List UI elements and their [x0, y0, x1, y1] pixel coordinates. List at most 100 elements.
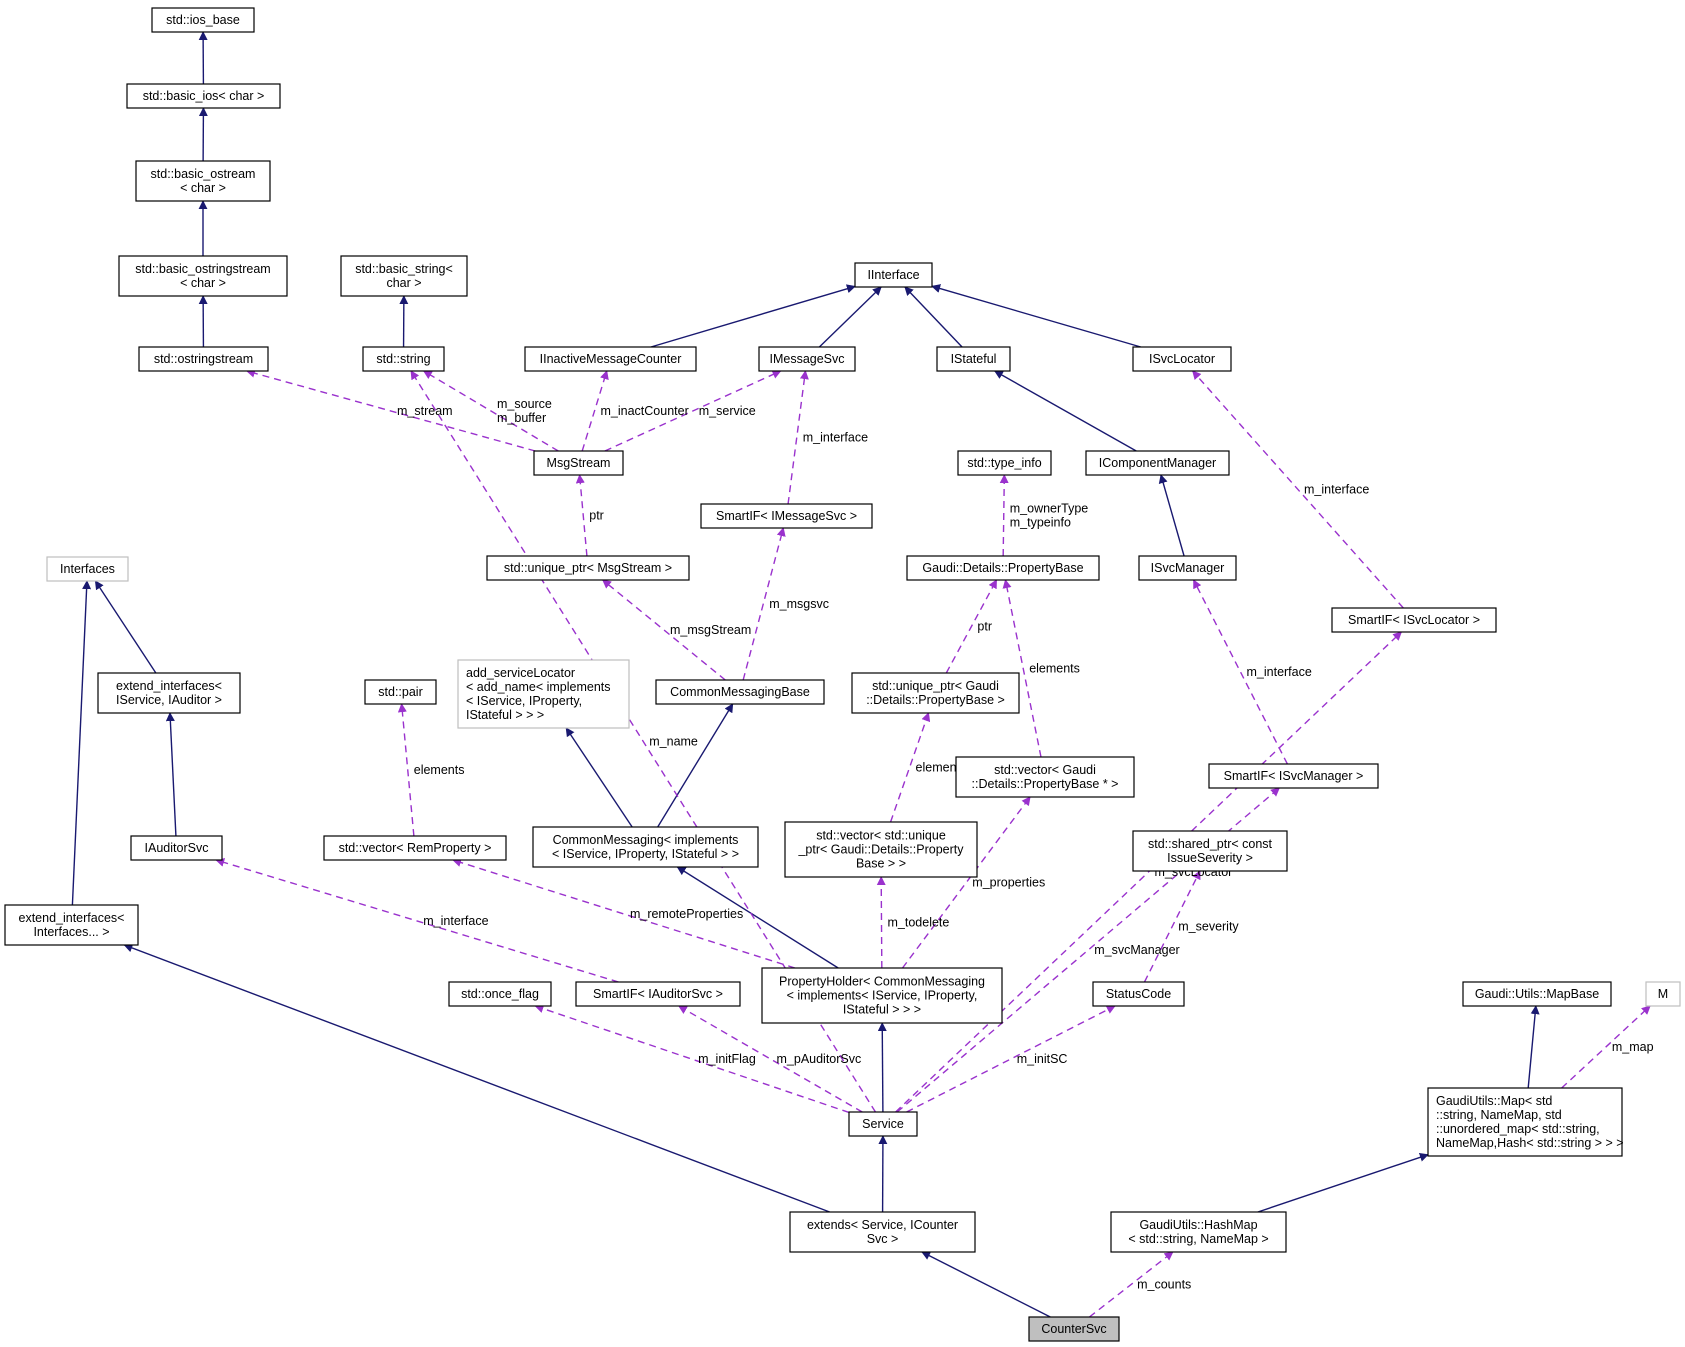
class-node-once_flag[interactable]: std::once_flag — [448, 981, 552, 1007]
class-node-ISvcLocator[interactable]: ISvcLocator — [1132, 346, 1232, 372]
inheritance-edge-IStateful-to-IInterface — [904, 286, 963, 348]
class-node-label: Gaudi::Utils::MapBase — [1475, 987, 1599, 1001]
usage-edge-vector_RemProperty-to-pair — [397, 703, 415, 837]
class-node-box — [700, 503, 873, 529]
class-node-box — [1085, 450, 1230, 476]
class-node-box — [340, 255, 468, 297]
edge-label-CommonMessagingBase-to-SmartIF_IMessageSvc: m_msgsvc — [769, 597, 829, 611]
class-node-label: IStateful > > > — [843, 1003, 921, 1017]
class-node-label: IAuditorSvc — [145, 841, 209, 855]
inheritance-edge-CommonMessaging-to-CommonMessagingBase — [657, 703, 734, 828]
class-node-box — [1645, 981, 1681, 1007]
class-node-label: std::vector< Gaudi — [994, 763, 1096, 777]
class-node-M[interactable]: M — [1645, 981, 1681, 1007]
class-node-label: ::string, NameMap, std — [1436, 1108, 1562, 1122]
class-node-IInterface[interactable]: IInterface — [854, 262, 933, 288]
usage-edge-Service-to-SmartIF_ISvcLocator — [895, 631, 1403, 1113]
usage-edge-CounterSvc-to-HashMap — [1088, 1251, 1174, 1318]
usage-edge-PropertyBase-to-type_info — [999, 474, 1009, 557]
inheritance-edge-PropertyHolder-to-CommonMessaging — [676, 866, 839, 969]
class-node-CommonMessaging[interactable]: CommonMessaging< implements< IService, I… — [532, 826, 759, 868]
class-node-SmartIF_ISvcLocator[interactable]: SmartIF< ISvcLocator > — [1331, 607, 1497, 633]
class-node-label: M — [1658, 987, 1668, 1001]
class-node-box — [138, 346, 269, 372]
class-node-basic_ostream[interactable]: std::basic_ostream< char > — [135, 160, 271, 202]
class-node-unique_ptr_PropertyBase[interactable]: std::unique_ptr< Gaudi::Details::Propert… — [851, 672, 1020, 714]
class-node-box — [851, 672, 1020, 714]
edge-label-unique_ptr_MsgStream-to-MsgStream: ptr — [589, 509, 604, 523]
class-node-CommonMessagingBase[interactable]: CommonMessagingBase — [655, 679, 825, 705]
class-node-unique_ptr_MsgStream[interactable]: std::unique_ptr< MsgStream > — [486, 555, 690, 581]
edge-label-unique_ptr_PropertyBase-to-PropertyBase: ptr — [977, 620, 992, 634]
class-node-label: CommonMessaging< implements — [553, 833, 739, 847]
class-node-pair[interactable]: std::pair — [364, 679, 437, 705]
inheritance-edge-IComponentManager-to-IStateful — [993, 370, 1137, 452]
class-node-box — [532, 826, 759, 868]
edge-label-SmartIF_ISvcManager-to-ISvcManager: m_interface — [1247, 665, 1312, 679]
class-node-GaudiUtils_Map[interactable]: GaudiUtils::Map< std::string, NameMap, s… — [1427, 1087, 1624, 1157]
class-node-label: ::Details::PropertyBase > — [866, 693, 1005, 707]
class-node-StatusCode[interactable]: StatusCode — [1092, 981, 1185, 1007]
edge-label-Service-to-SmartIF_IAuditorSvc: m_pAuditorSvc — [777, 1052, 862, 1066]
class-node-add_serviceLocator[interactable]: add_serviceLocator< add_name< implements… — [457, 659, 630, 729]
class-node-box — [1138, 555, 1237, 581]
class-node-box — [486, 555, 690, 581]
class-node-label: std::vector< RemProperty > — [339, 841, 492, 855]
class-node-SmartIF_IAuditorSvc[interactable]: SmartIF< IAuditorSvc > — [575, 981, 741, 1007]
class-node-vector_unique_ptr[interactable]: std::vector< std::unique_ptr< Gaudi::Det… — [784, 821, 978, 878]
class-node-ISvcManager[interactable]: ISvcManager — [1138, 555, 1237, 581]
class-node-label: Interfaces — [60, 562, 115, 576]
class-node-type_info[interactable]: std::type_info — [957, 450, 1052, 476]
class-node-CounterSvc[interactable]: CounterSvc — [1028, 1316, 1120, 1342]
class-node-vector_RemProperty[interactable]: std::vector< RemProperty > — [323, 835, 507, 861]
class-node-label: IInactiveMessageCounter — [540, 352, 682, 366]
class-node-IComponentManager[interactable]: IComponentManager — [1085, 450, 1230, 476]
class-node-IInactiveMessageCounter[interactable]: IInactiveMessageCounter — [524, 346, 697, 372]
class-node-label: Svc > — [867, 1232, 899, 1246]
class-node-IAuditorSvc[interactable]: IAuditorSvc — [130, 835, 223, 861]
edges-layer — [71, 31, 1651, 1318]
class-node-basic_ios[interactable]: std::basic_ios< char > — [126, 83, 281, 109]
class-node-box — [655, 679, 825, 705]
class-node-label: IInterface — [867, 268, 919, 282]
class-node-basic_string[interactable]: std::basic_string<char > — [340, 255, 468, 297]
inheritance-edge-Service-to-PropertyHolder — [877, 1022, 887, 1113]
class-node-HashMap[interactable]: GaudiUtils::HashMap< std::string, NameMa… — [1110, 1211, 1287, 1253]
class-node-label: Base > > — [856, 857, 906, 871]
class-node-label: < std::string, NameMap > — [1128, 1232, 1268, 1246]
class-node-label: std::vector< std::unique — [816, 829, 946, 843]
class-node-Service[interactable]: Service — [848, 1111, 918, 1137]
class-node-SmartIF_IMessageSvc[interactable]: SmartIF< IMessageSvc > — [700, 503, 873, 529]
class-node-box — [1028, 1316, 1120, 1342]
class-node-box — [118, 255, 288, 297]
inheritance-edge-ISvcLocator-to-IInterface — [931, 284, 1141, 348]
class-node-extend_interfaces_Interfaces[interactable]: extend_interfaces<Interfaces... > — [4, 904, 139, 946]
edge-label-StatusCode-to-shared_ptr_IssueSeverity: m_severity — [1178, 920, 1239, 934]
class-node-PropertyBase[interactable]: Gaudi::Details::PropertyBase — [906, 555, 1100, 581]
class-node-MsgStream[interactable]: MsgStream — [533, 450, 624, 476]
class-node-basic_ostringstream[interactable]: std::basic_ostringstream< char > — [118, 255, 288, 297]
class-node-MapBase[interactable]: Gaudi::Utils::MapBase — [1462, 981, 1612, 1007]
class-node-box — [151, 7, 255, 33]
class-node-IMessageSvc[interactable]: IMessageSvc — [758, 346, 856, 372]
class-node-extend_interfaces_IService[interactable]: extend_interfaces<IService, IAuditor > — [97, 672, 241, 714]
edge-label-Service-to-SmartIF_ISvcManager: m_svcManager — [1094, 943, 1179, 957]
class-node-string[interactable]: std::string — [362, 346, 445, 372]
edge-label-vector_PropertyBase_ptr-to-PropertyBase: elements — [1029, 662, 1080, 676]
class-node-IStateful[interactable]: IStateful — [936, 346, 1011, 372]
class-node-box — [761, 967, 1003, 1024]
usage-edge-MsgStream-to-string — [422, 370, 559, 452]
class-node-ios_base[interactable]: std::ios_base — [151, 7, 255, 33]
class-node-Interfaces[interactable]: Interfaces — [46, 556, 129, 582]
class-node-PropertyHolder[interactable]: PropertyHolder< CommonMessaging< impleme… — [761, 967, 1003, 1024]
usage-edge-GaudiUtils_Map-to-M — [1561, 1005, 1651, 1089]
class-node-label: GaudiUtils::Map< std — [1436, 1094, 1552, 1108]
edge-label-PropertyHolder-to-vector_RemProperty: m_remoteProperties — [630, 907, 743, 921]
class-node-box — [4, 904, 139, 946]
class-node-vector_PropertyBase_ptr[interactable]: std::vector< Gaudi::Details::PropertyBas… — [955, 756, 1135, 798]
class-node-ostringstream[interactable]: std::ostringstream — [138, 346, 269, 372]
class-node-SmartIF_ISvcManager[interactable]: SmartIF< ISvcManager > — [1208, 763, 1379, 789]
